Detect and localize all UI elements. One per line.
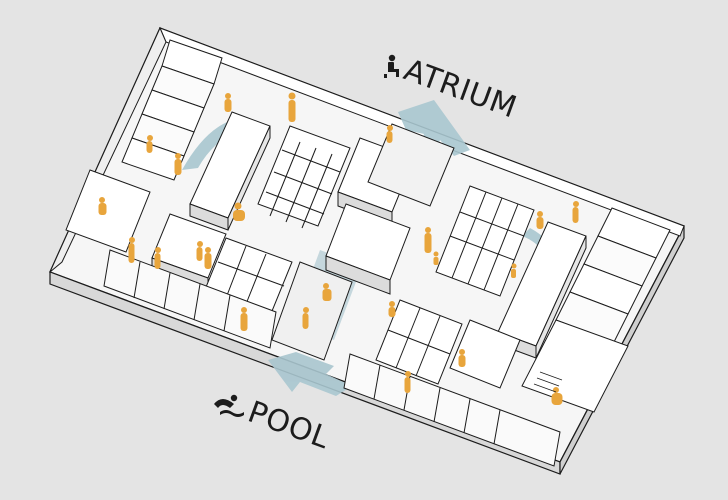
west-room-stack [65,39,223,253]
person-figure [388,301,396,317]
people [98,92,579,405]
person-figure [196,241,203,261]
bench-grid [533,371,563,393]
person-figure [302,307,309,329]
person-figure [146,135,153,153]
person-figure [404,371,411,393]
pool-label: POOL [243,395,334,457]
southwest-glazing [103,249,277,349]
right-cubicle-grid [435,185,535,297]
left-cubicle-grid [257,125,351,229]
swimmer-icon [214,394,244,417]
person-figure [233,202,245,221]
person-figure [386,125,393,143]
central-core [271,123,455,361]
person-figure [511,263,517,278]
pool-label-group: POOL [214,394,334,457]
person-figure [128,237,135,263]
person-figure [551,387,563,405]
person-figure [224,93,232,112]
pool-arrow [268,352,352,396]
person-figure [154,247,161,269]
person-figure [572,201,579,223]
person-figure [433,251,439,265]
person-figure [424,227,432,253]
person-figure [536,211,544,229]
person-figure [174,153,182,175]
person-figure [288,92,296,122]
person-figure [98,197,107,215]
seated-person-icon [384,54,399,78]
person-figure [204,247,212,269]
person-figure [458,349,466,367]
right-lower-cubicles [375,299,521,389]
person-figure [322,283,332,301]
person-figure [240,307,248,331]
